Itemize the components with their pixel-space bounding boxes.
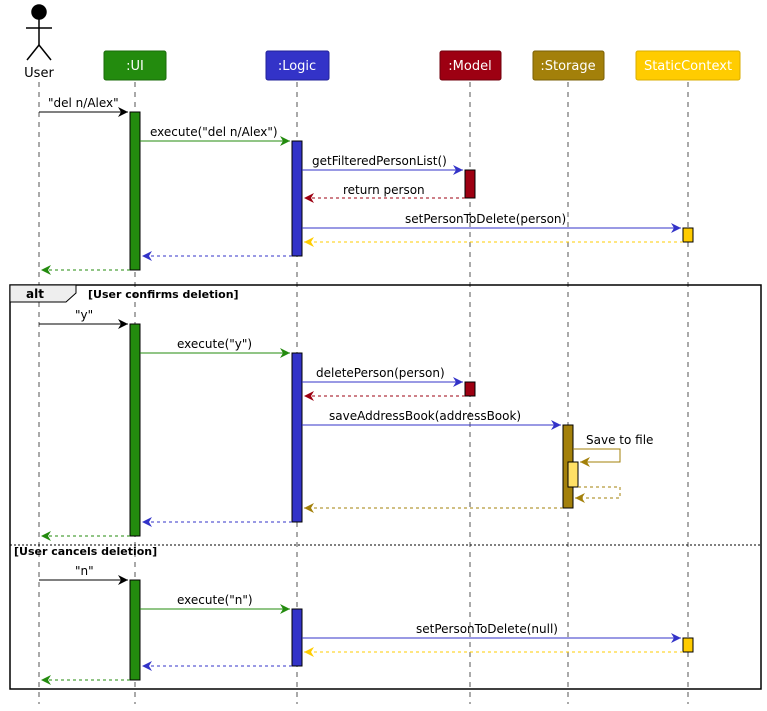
participant-context: StaticContext xyxy=(635,50,741,81)
alt-keyword: alt xyxy=(26,287,44,301)
message-label-execute-y: execute("y") xyxy=(177,337,252,351)
participant-box-context xyxy=(635,50,741,81)
participant-box-model xyxy=(439,50,502,81)
activation-context-1 xyxy=(682,227,694,243)
message-label-set-null: setPersonToDelete(null) xyxy=(416,622,558,636)
message-label-delete-person: deletePerson(person) xyxy=(316,366,445,380)
alt-guard-cancel: [User cancels deletion] xyxy=(14,545,157,558)
alt-frame xyxy=(9,284,762,690)
alt-tab xyxy=(9,284,77,303)
message-self-return xyxy=(575,486,621,503)
message-label-set-person: setPersonToDelete(person) xyxy=(405,212,566,226)
stick-figure-icon xyxy=(26,4,52,61)
activation-model-2 xyxy=(464,381,476,397)
participant-box-ui xyxy=(103,50,167,81)
message-label-execute-n: execute("n") xyxy=(177,593,253,607)
participant-label-user: User xyxy=(24,66,54,81)
participant-box-storage xyxy=(532,50,605,81)
activation-logic-2 xyxy=(291,352,303,523)
message-self-save-to-file xyxy=(573,448,621,467)
activation-model-1 xyxy=(464,169,476,199)
participant-label-logic: :Logic xyxy=(278,59,316,74)
participant-logic: :Logic xyxy=(265,50,330,81)
activation-logic-1 xyxy=(291,140,303,257)
activation-logic-3 xyxy=(291,608,303,667)
participant-storage: :Storage xyxy=(532,50,605,81)
participant-label-model: :Model xyxy=(448,59,491,74)
activations xyxy=(129,111,694,681)
participant-label-storage: :Storage xyxy=(540,59,595,74)
participant-ui: :UI xyxy=(103,50,167,81)
alt-fragment: alt [User confirms deletion] [User cance… xyxy=(9,284,762,690)
actor-user: User xyxy=(24,4,54,81)
participant-model: :Model xyxy=(439,50,502,81)
activation-context-2 xyxy=(682,637,694,653)
message-label-y: "y" xyxy=(75,308,93,322)
participant-box-logic xyxy=(265,50,330,81)
message-label-get-filtered: getFilteredPersonList() xyxy=(312,154,447,168)
activation-ui-2 xyxy=(129,323,141,537)
participant-label-context: StaticContext xyxy=(644,59,732,74)
message-label-del: "del n/Alex" xyxy=(48,96,119,110)
message-label-execute-del: execute("del n/Alex") xyxy=(150,125,278,139)
message-label-n: "n" xyxy=(75,564,94,578)
message-label-save-to-file: Save to file xyxy=(586,433,653,447)
participant-label-ui: :UI xyxy=(126,59,144,74)
activation-ui-1 xyxy=(129,111,141,271)
activation-storage-nested xyxy=(567,461,579,488)
message-label-return-person: return person xyxy=(343,183,425,197)
activation-ui-3 xyxy=(129,579,141,681)
messages: "del n/Alex" execute("del n/Alex") getFi… xyxy=(39,96,683,685)
message-label-save: saveAddressBook(addressBook) xyxy=(329,409,521,423)
alt-guard-confirm: [User confirms deletion] xyxy=(88,288,239,301)
